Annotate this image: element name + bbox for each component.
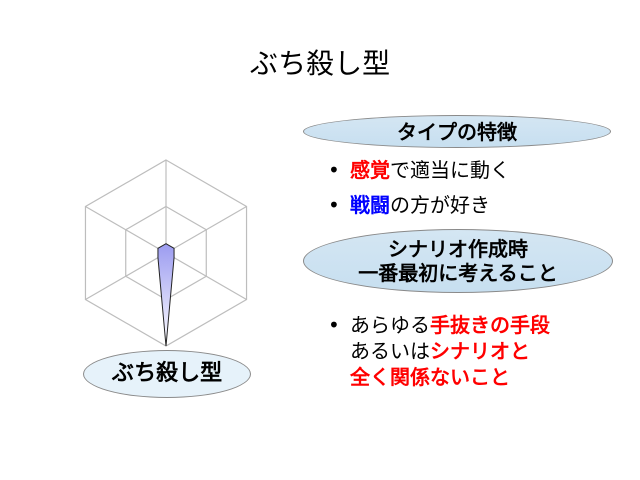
- radar-axis: [85, 252, 167, 301]
- chart-label-text: ぶち殺し型: [111, 361, 223, 386]
- scenario-header-line: シナリオ作成時: [388, 237, 528, 261]
- highlight-text: 感覚: [350, 158, 390, 182]
- chart-label: ぶち殺し型: [83, 350, 251, 398]
- radar-axis: [165, 252, 247, 301]
- highlight-text: 全く関係ないこと: [350, 365, 510, 389]
- highlight-text: 戦闘: [350, 193, 390, 217]
- scenario-header: シナリオ作成時 一番最初に考えること: [303, 229, 613, 293]
- bullet-text: あらゆる: [350, 313, 430, 337]
- scenario-header-line: 一番最初に考えること: [358, 261, 558, 285]
- highlight-text: シナリオと: [430, 339, 530, 363]
- features-header: タイプの特徴: [303, 115, 611, 148]
- bullet-text: あるいは: [350, 339, 430, 363]
- bullet-icon: •: [328, 193, 340, 217]
- bullet-icon: •: [328, 313, 340, 337]
- bullet-text: で適当に動く: [390, 158, 510, 182]
- bullet-icon: •: [328, 158, 340, 182]
- slide-title: ぶち殺し型: [249, 47, 391, 80]
- radar-axis: [165, 205, 247, 254]
- radar-series-area: [157, 243, 175, 347]
- highlight-text: 手抜きの手段: [430, 313, 550, 337]
- radar-axis: [85, 205, 167, 254]
- features-header-text: タイプの特徴: [397, 119, 517, 144]
- bullet-text: の方が好き: [390, 193, 490, 217]
